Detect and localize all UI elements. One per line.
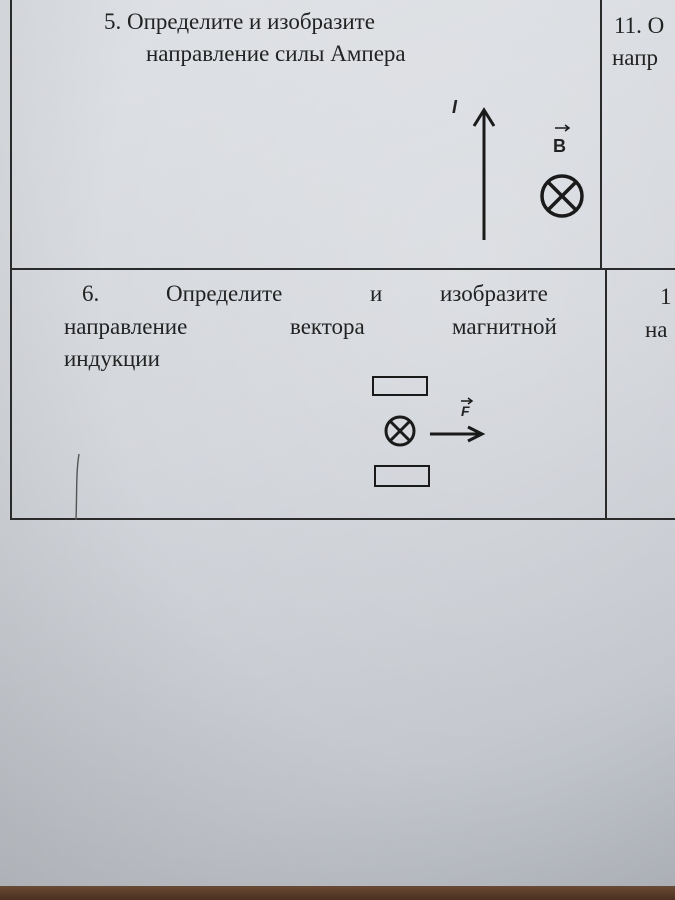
task5-heading: 5. Определите и изобразите xyxy=(104,10,375,33)
task5-line1: Определите и изобразите xyxy=(127,9,375,34)
task11-line1: 11. О xyxy=(614,13,665,38)
field-vector-arrow-icon xyxy=(555,124,571,132)
task5-line2: направление силы Ампера xyxy=(146,41,406,66)
table-column-divider-bottom xyxy=(605,268,607,520)
magnet-pole-bottom xyxy=(374,465,430,487)
current-arrow xyxy=(472,107,496,240)
task5-number: 5. xyxy=(104,9,122,34)
task6-word-vector: вектора xyxy=(290,314,365,339)
task6-word-and: и xyxy=(370,281,383,306)
force-label: F xyxy=(461,403,470,419)
task12-line2: на xyxy=(645,317,668,342)
task6-number: 6. xyxy=(82,281,100,306)
task12-line1: 1 xyxy=(660,284,672,309)
task6-word-direction: направление xyxy=(64,314,188,339)
table-bottom-border xyxy=(10,518,675,520)
table-row-divider xyxy=(10,268,675,270)
task11-line2: напр xyxy=(612,45,659,70)
task6-line3: индукции xyxy=(64,346,160,371)
table-left-border xyxy=(10,0,12,520)
field-into-page-icon xyxy=(540,174,584,218)
field-label: B xyxy=(553,136,566,156)
task6-word-determine: Определите xyxy=(166,281,283,306)
force-vector-arrow-icon xyxy=(461,397,474,405)
current-label: I xyxy=(452,97,458,117)
current-into-page-icon xyxy=(384,415,416,447)
force-arrow xyxy=(430,425,486,443)
magnet-pole-top xyxy=(372,376,428,396)
desk-edge xyxy=(0,886,675,900)
task6-word-depict: изобразите xyxy=(440,281,548,306)
task6-word-magnetic: магнитной xyxy=(452,314,557,339)
table-column-divider-top xyxy=(600,0,602,270)
pencil-stroke xyxy=(75,453,80,521)
